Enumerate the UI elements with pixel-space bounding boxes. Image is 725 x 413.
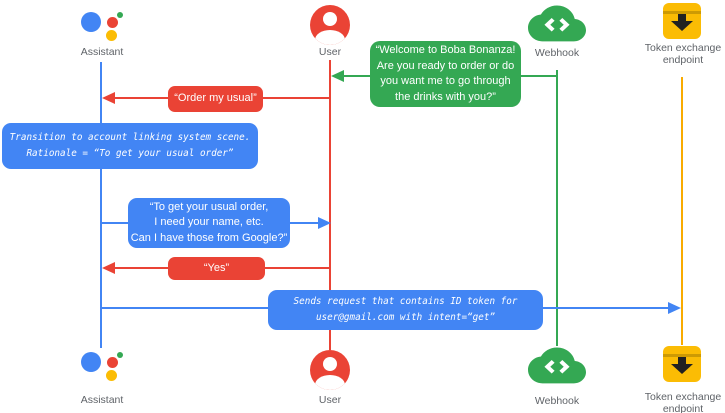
token-endpoint-label-top: Token exchange endpoint [644, 42, 722, 66]
bubble-text-line: “Welcome to Boba Bonanza! [375, 44, 516, 56]
arrowhead-right-icon [318, 217, 331, 229]
webhook-lifeline [556, 70, 558, 346]
token-lid-shape [663, 11, 701, 14]
user-body-shape [315, 30, 345, 45]
webhook-label-bottom: Webhook [534, 395, 580, 407]
token-endpoint-icon [663, 346, 701, 382]
user-icon [310, 5, 350, 45]
assistant-lifeline [100, 62, 102, 348]
order-speech-bubble: “Order my usual” [168, 86, 263, 112]
assistant-red-circle [107, 357, 118, 368]
welcome-speech-bubble: “Welcome to Boba Bonanza! Are you ready … [370, 41, 521, 107]
bubble-text-line: “To get your usual order, [149, 200, 269, 213]
token-down-arrow-icon [671, 21, 693, 31]
google-assistant-icon [79, 351, 124, 384]
arrowhead-left-icon [102, 92, 115, 104]
note-text-line: user@gmail.com with intent=“get” [315, 312, 496, 323]
token-lid-shape [663, 354, 701, 357]
arrowhead-left-icon [102, 262, 115, 274]
ask-google-speech-bubble: “To get your usual order, I need your na… [128, 198, 290, 248]
token-down-arrow-icon [671, 364, 693, 374]
assistant-label-top: Assistant [80, 46, 124, 58]
note-text-line: Sends request that contains ID token for [293, 296, 518, 307]
bubble-text-line: the drinks with you?” [395, 90, 496, 103]
assistant-green-dot [117, 12, 123, 18]
bubble-text-line: you want me to go through [380, 75, 511, 87]
google-assistant-icon [79, 11, 124, 44]
token-arrow-shaft [678, 14, 686, 22]
note-text-line: Rationale = “To get your usual order” [26, 148, 234, 159]
bubble-text-line: Are you ready to order or do [376, 59, 515, 72]
bubble-text-line: I need your name, etc. [154, 216, 264, 229]
bubble-text-line: “Yes” [203, 261, 230, 274]
webhook-cloud-icon [528, 347, 586, 389]
token-endpoint-label-bottom: Token exchange endpoint [644, 391, 722, 413]
assistant-blue-circle [81, 12, 101, 32]
user-icon [310, 350, 350, 390]
yes-speech-bubble: “Yes” [168, 257, 265, 280]
user-lifeline [329, 60, 331, 350]
arrowhead-left-icon [331, 70, 344, 82]
assistant-blue-circle [81, 352, 101, 372]
token-arrow-shaft [678, 357, 686, 365]
transition-system-note: Transition to account linking system sce… [2, 123, 258, 169]
webhook-label-top: Webhook [534, 47, 580, 59]
arrowhead-right-icon [668, 302, 681, 314]
assistant-green-dot [117, 352, 123, 358]
user-body-shape [315, 375, 345, 390]
assistant-yellow-circle [106, 30, 117, 41]
token-endpoint-lifeline [681, 77, 683, 345]
user-label-top: User [318, 46, 342, 58]
token-endpoint-icon [663, 3, 701, 39]
webhook-cloud-icon [528, 5, 586, 47]
assistant-yellow-circle [106, 370, 117, 381]
assistant-label-bottom: Assistant [80, 394, 124, 406]
assistant-red-circle [107, 17, 118, 28]
user-head-shape [323, 357, 337, 371]
send-request-system-note: Sends request that contains ID token for… [268, 290, 543, 330]
user-label-bottom: User [318, 394, 342, 406]
bubble-text-line: Can I have those from Google?” [130, 231, 288, 244]
user-head-shape [323, 12, 337, 26]
note-text-line: Transition to account linking system sce… [9, 132, 251, 143]
bubble-text-line: “Order my usual” [174, 92, 257, 105]
